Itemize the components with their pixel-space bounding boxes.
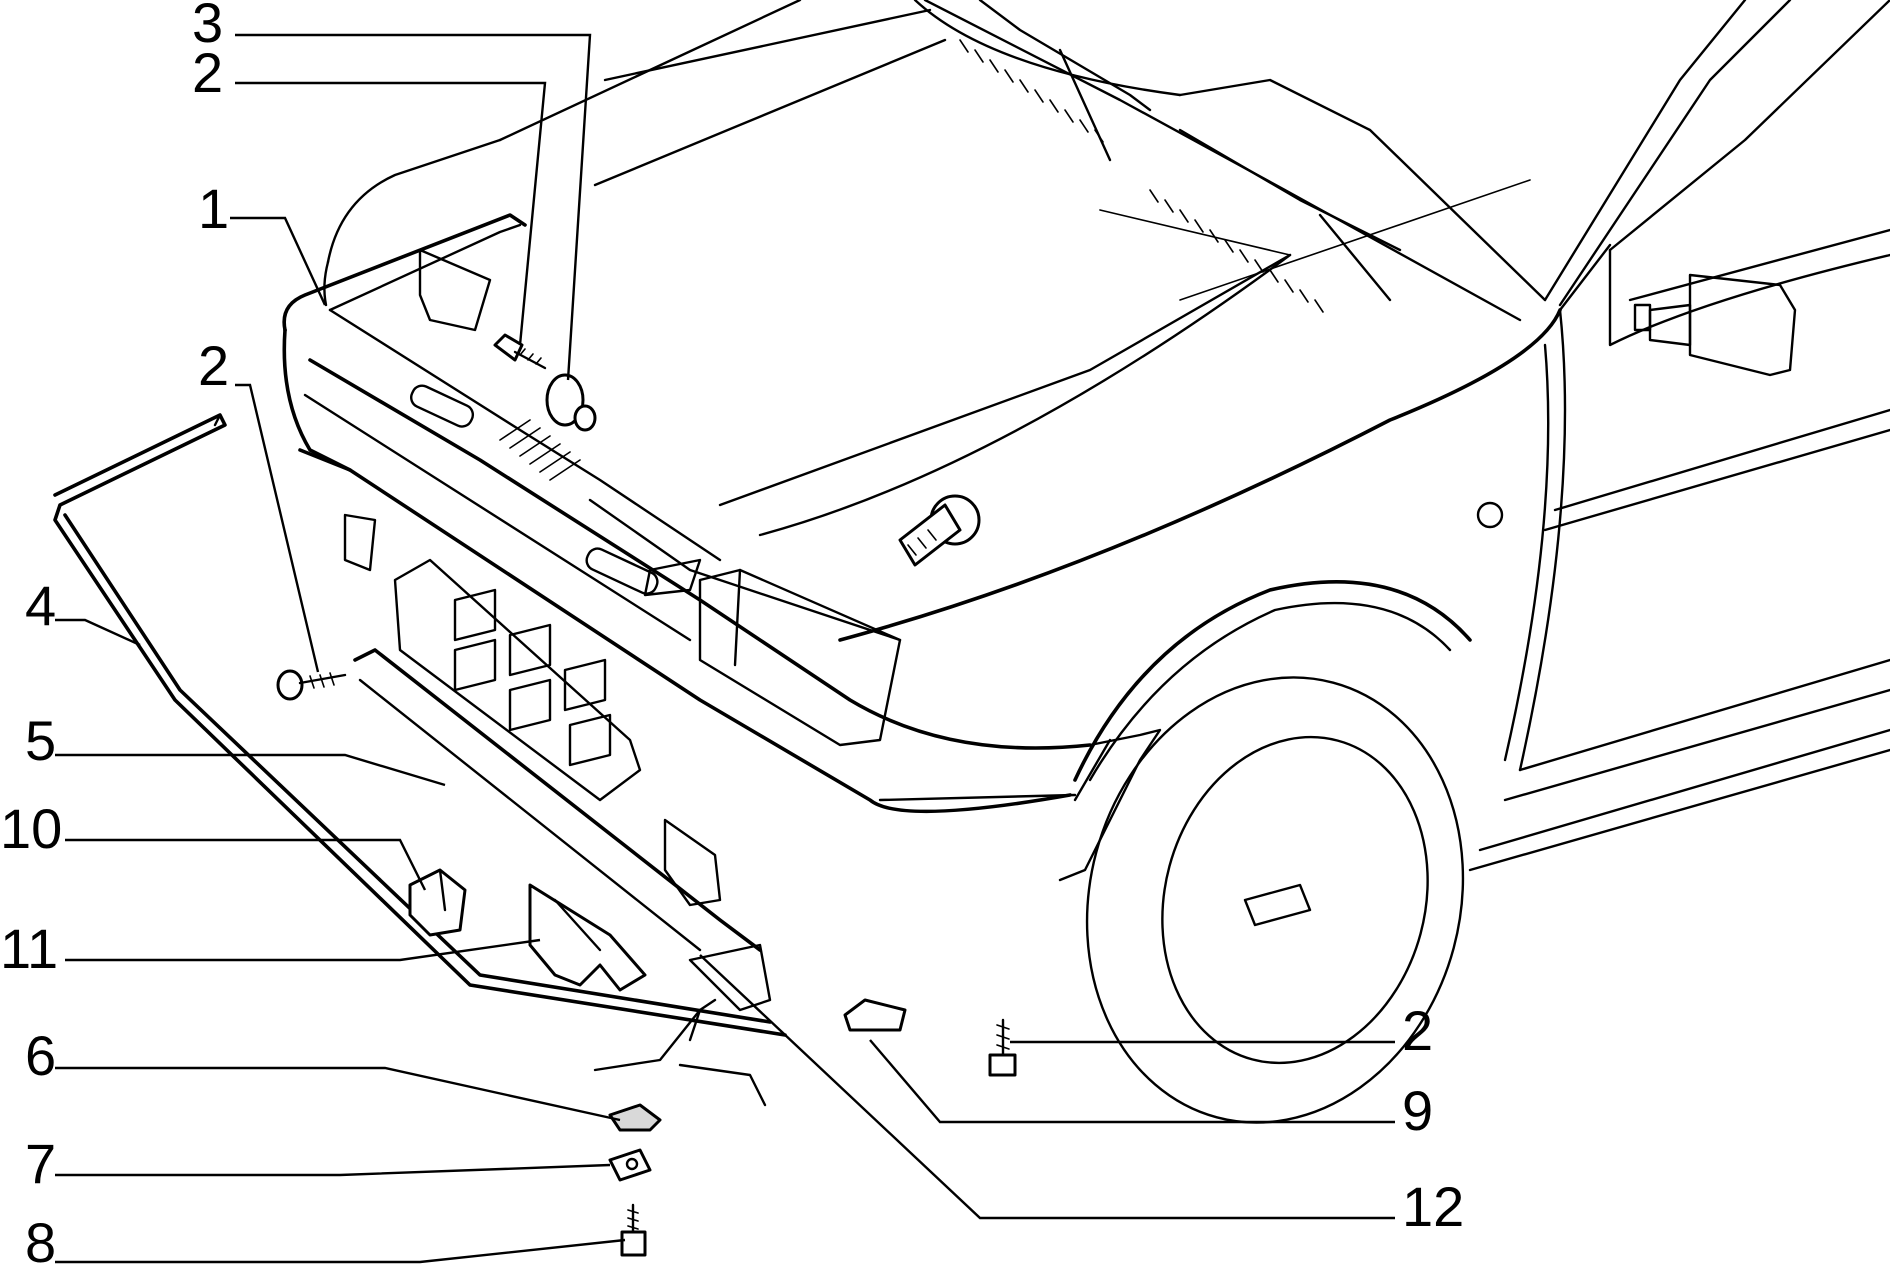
screw-left xyxy=(276,669,347,701)
callout-4: 4 xyxy=(25,574,56,637)
callout-8: 8 xyxy=(25,1211,56,1267)
callout-2-left: 2 xyxy=(198,334,229,397)
callout-2-right: 2 xyxy=(1402,999,1433,1062)
screw-top xyxy=(493,333,547,370)
bolt xyxy=(620,1203,647,1257)
reinforcement-strip xyxy=(353,648,772,1012)
car-body-outline xyxy=(323,0,1890,1124)
spoiler-trim xyxy=(53,413,787,1037)
callout-7: 7 xyxy=(25,1132,56,1195)
callout-1: 1 xyxy=(198,177,229,240)
hood-bolt xyxy=(898,494,981,567)
bracket-10 xyxy=(408,868,467,937)
retainer xyxy=(843,998,907,1032)
callout-5: 5 xyxy=(25,709,56,772)
callout-3: 3 xyxy=(192,0,223,54)
bracket-11 xyxy=(528,883,647,992)
callout-11: 11 xyxy=(0,917,58,980)
callout-9: 9 xyxy=(1402,1079,1433,1142)
buffer xyxy=(545,373,597,432)
front-bumper xyxy=(282,213,1162,882)
leader-lines xyxy=(55,33,1395,1264)
nut-plate xyxy=(608,1148,652,1182)
callout-2-top: 2 xyxy=(192,41,223,104)
screw-right xyxy=(988,1018,1017,1077)
callout-12: 12 xyxy=(1402,1175,1464,1238)
lower-grille xyxy=(393,558,722,907)
callout-10: 10 xyxy=(0,797,62,860)
clip xyxy=(608,1103,662,1132)
callout-labels: 3 2 1 2 4 5 10 11 6 7 8 2 9 12 xyxy=(0,0,1464,1267)
callout-6: 6 xyxy=(25,1024,56,1087)
mount-bracket xyxy=(593,998,767,1107)
